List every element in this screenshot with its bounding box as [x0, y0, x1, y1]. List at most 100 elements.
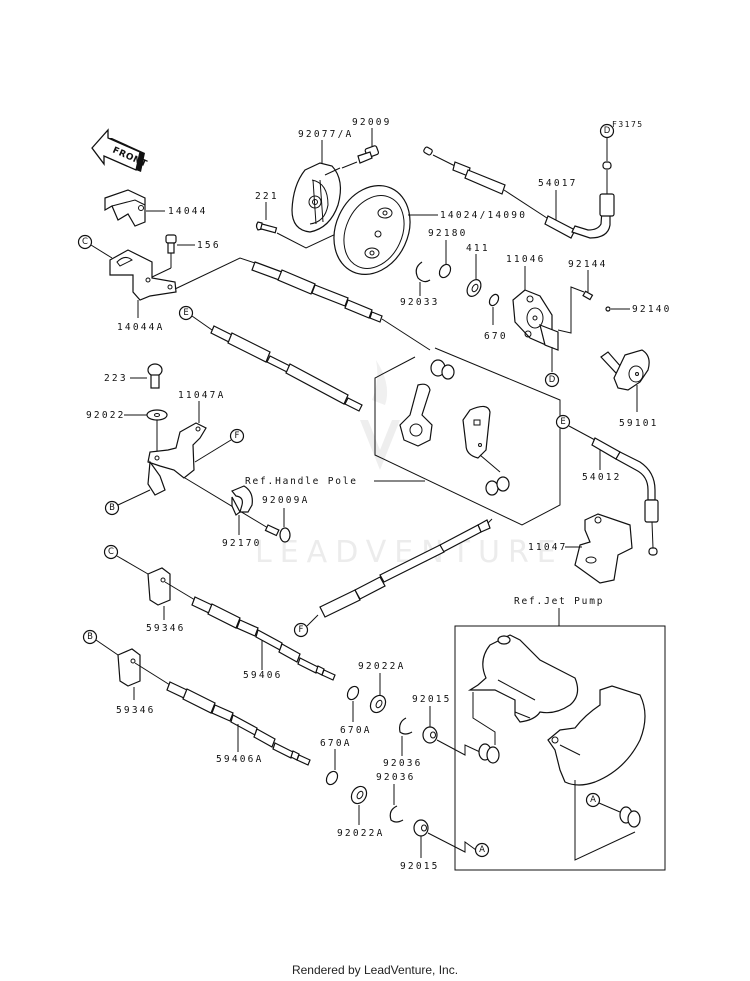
handle-pole-bushing-top[interactable] — [430, 359, 455, 380]
part-11047A-bracket[interactable] — [147, 422, 207, 496]
part-92140-ball[interactable] — [605, 306, 611, 312]
svg-text:D: D — [549, 375, 556, 385]
cable-F-shaft[interactable] — [319, 519, 491, 618]
jet-pump-housing[interactable] — [467, 634, 579, 723]
label-92015-upper: 92015 — [412, 694, 452, 705]
callout-E-left: E — [178, 305, 194, 321]
part-92180-washer[interactable] — [437, 262, 453, 279]
svg-text:D: D — [604, 126, 611, 136]
part-92015-nut-upper[interactable] — [422, 726, 438, 744]
label-92033: 92033 — [400, 297, 440, 308]
handle-pole-bushing-bottom[interactable] — [485, 476, 510, 496]
handle-pole-lever[interactable] — [399, 383, 433, 447]
handle-pole-plate[interactable] — [462, 405, 491, 459]
part-670-oring[interactable] — [488, 293, 501, 307]
label-11047A: 11047A — [178, 390, 226, 401]
label-59406A: 59406A — [216, 754, 264, 765]
callout-D-mid: D — [544, 372, 560, 388]
callout-D-top: D — [599, 123, 615, 139]
figure-code: F3175 — [612, 120, 644, 129]
jet-pump-fitting-right[interactable] — [619, 806, 641, 828]
label-92009A: 92009A — [262, 495, 310, 506]
label-92015-lower: 92015 — [400, 861, 440, 872]
part-92036-clip-lower[interactable] — [389, 805, 404, 823]
svg-text:B: B — [87, 632, 93, 642]
part-92170-clamp[interactable] — [231, 485, 253, 516]
callout-E-right: E — [555, 414, 571, 430]
part-223-screw[interactable] — [147, 363, 163, 389]
part-670A-oring-lower[interactable] — [324, 769, 340, 786]
part-92022A-washer-lower[interactable] — [348, 784, 369, 807]
part-92022A-washer-upper[interactable] — [367, 693, 388, 716]
label-92036-upper: 92036 — [383, 758, 423, 769]
front-arrow-icon: FRONT — [91, 128, 149, 172]
part-92144-spring[interactable] — [582, 290, 594, 301]
callout-B-lower: B — [82, 629, 98, 645]
cable-E-shaft[interactable] — [210, 325, 363, 412]
svg-text:A: A — [479, 845, 485, 855]
part-14044A-bracket[interactable] — [109, 249, 177, 301]
label-59346-upper: 59346 — [146, 623, 186, 634]
part-59406A-cable[interactable] — [166, 681, 311, 766]
part-11046-plate[interactable] — [512, 289, 559, 351]
label-92077A: 92077/A — [298, 129, 353, 140]
part-54012-cable[interactable] — [591, 437, 659, 556]
callout-A-lower: A — [474, 842, 490, 858]
svg-text:A: A — [590, 795, 596, 805]
part-59406-cable[interactable] — [191, 596, 336, 681]
label-92036-lower: 92036 — [376, 772, 416, 783]
jet-pump-box — [454, 625, 666, 871]
svg-text:F: F — [299, 625, 304, 635]
label-11047: 11047 — [528, 542, 568, 553]
part-92077A-cover[interactable] — [291, 162, 342, 233]
label-92180: 92180 — [428, 228, 468, 239]
part-670A-oring-upper[interactable] — [345, 684, 361, 701]
part-14044-clamp[interactable] — [104, 189, 146, 227]
label-92022A-lower: 92022A — [337, 828, 385, 839]
ref-jet-pump[interactable]: Ref.Jet Pump — [514, 596, 604, 607]
label-54012: 54012 — [582, 472, 622, 483]
label-14024-14090: 14024/14090 — [440, 210, 527, 221]
label-92144: 92144 — [568, 259, 608, 270]
ref-handle-pole[interactable]: Ref.Handle Pole — [245, 476, 358, 487]
jet-pump-fitting-left[interactable] — [478, 743, 500, 764]
part-92009A-screw[interactable] — [264, 524, 291, 543]
part-59346-block-lower[interactable] — [117, 648, 141, 687]
part-221-screw[interactable] — [255, 221, 278, 234]
callout-B-left: B — [104, 500, 120, 516]
callout-A-box: A — [585, 792, 601, 808]
label-92170: 92170 — [222, 538, 262, 549]
part-92036-clip-upper[interactable] — [399, 717, 413, 735]
callout-C-top: C — [77, 234, 93, 250]
label-14044A: 14044A — [117, 322, 165, 333]
callout-F-left: F — [229, 428, 245, 444]
label-92140: 92140 — [632, 304, 672, 315]
label-59346-lower: 59346 — [116, 705, 156, 716]
part-59101-lever[interactable] — [600, 349, 650, 391]
label-411: 411 — [466, 243, 490, 254]
part-92022-washer[interactable] — [146, 409, 168, 421]
callout-F-bottom: F — [293, 622, 309, 638]
part-11047-bracket[interactable] — [574, 513, 633, 584]
svg-text:F: F — [235, 431, 240, 441]
part-14024-housing[interactable] — [320, 173, 424, 287]
part-54017-cable[interactable] — [423, 146, 615, 239]
part-59346-block-upper[interactable] — [147, 567, 171, 606]
footer-credit: Rendered by LeadVenture, Inc. — [291, 963, 459, 977]
part-92015-nut-lower[interactable] — [413, 819, 429, 837]
label-670: 670 — [484, 331, 508, 342]
cable-upper-shaft[interactable] — [251, 261, 431, 351]
label-92022A-upper: 92022A — [358, 661, 406, 672]
label-59101: 59101 — [619, 418, 659, 429]
svg-text:E: E — [560, 417, 565, 427]
label-92022: 92022 — [86, 410, 126, 421]
jet-pump-nozzle[interactable] — [547, 685, 646, 786]
part-92009-screw[interactable] — [341, 145, 380, 169]
part-156-bolt[interactable] — [165, 234, 177, 254]
part-92033-circlip[interactable] — [415, 261, 431, 283]
part-411-washer[interactable] — [464, 277, 483, 299]
label-670A-upper: 670A — [340, 725, 372, 736]
label-92009: 92009 — [352, 117, 392, 128]
label-223: 223 — [104, 373, 128, 384]
